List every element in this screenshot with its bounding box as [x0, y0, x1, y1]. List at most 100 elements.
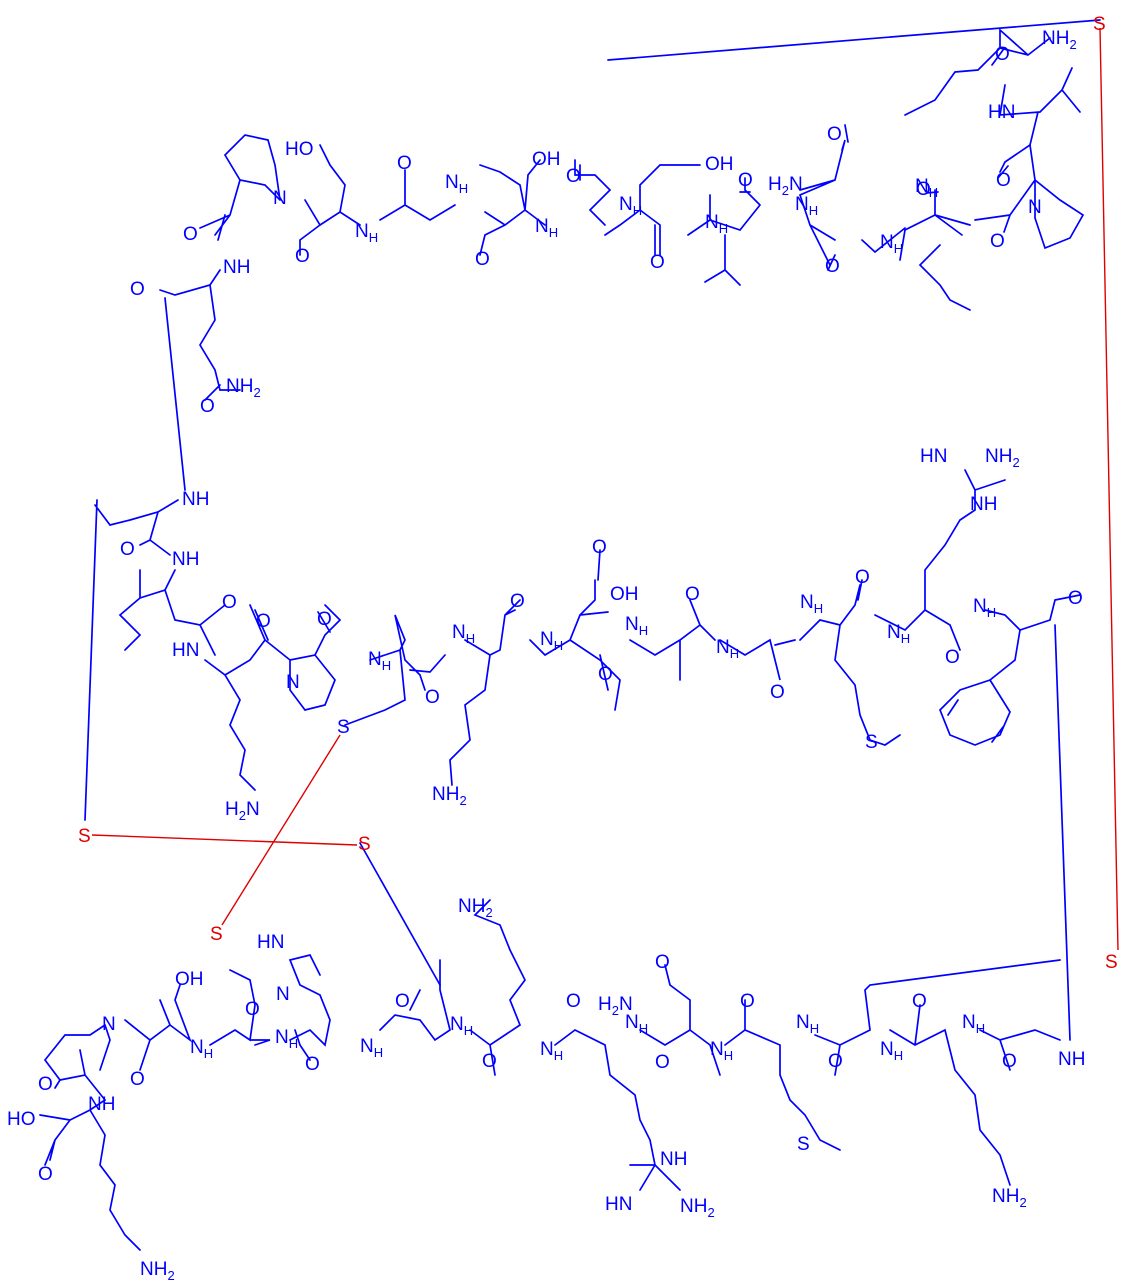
atom-label-o-pro-top: O	[990, 231, 1005, 252]
atom-label-nh2-lys4: NH2	[992, 1186, 1027, 1210]
disulfide-layer	[91, 27, 1119, 951]
atom-label-nh-ser1: NH	[355, 221, 378, 245]
atom-label-o-gly2: O	[770, 682, 785, 703]
atom-label-hn-lys1: HN	[172, 640, 199, 661]
atom-label-o-phe: O	[1068, 588, 1083, 609]
atom-label-o-pro3: O	[38, 1074, 53, 1095]
atom-label-nh-ser2: NH	[705, 212, 728, 236]
atom-label-nh-ile-top: NH	[915, 176, 938, 200]
atom-label-o-gly-top: O	[996, 170, 1011, 191]
atom-label-nh-cys3: NH	[368, 649, 391, 673]
atom-label-nh-ala: NH	[625, 614, 648, 638]
atom-label-nh-lys4: NH	[880, 1039, 903, 1063]
atom-label-s-cys-bottom: S	[210, 924, 223, 945]
atom-label-o-gly3: O	[1002, 1051, 1017, 1072]
atom-label-nh-cys4: NH	[190, 1037, 213, 1061]
atom-label-o-arg1: O	[945, 647, 960, 668]
atom-label-n-pro-top: N	[1028, 197, 1042, 218]
atom-label-nh2-top: NH2	[1042, 28, 1077, 52]
atom-label-o-asp-side: O	[592, 537, 607, 558]
atom-label-o-pro2: O	[317, 609, 332, 630]
disulfide-left-mid	[91, 834, 358, 846]
atom-label-nh-lys-c: NH	[88, 1094, 115, 1115]
atom-label-nh-asn-top: NH	[880, 232, 903, 256]
atom-label-n-pro1: N	[273, 188, 287, 209]
atom-label-o-ile2: O	[222, 592, 237, 613]
atom-label-h2n-lys1: H2N	[225, 799, 260, 823]
atom-label-o-asn-top: O	[825, 256, 840, 277]
atom-label-o-lys4: O	[912, 991, 927, 1012]
disulfide-top-right	[1099, 27, 1119, 951]
atom-label-o-ser1: O	[295, 246, 310, 267]
atom-label-nh-arg1: NH	[887, 622, 910, 646]
atom-label-o-ile-top: O	[916, 179, 931, 200]
atom-label-nh-asn2: NH	[625, 1012, 648, 1036]
atom-label-nh-arg1-side: NH	[970, 494, 997, 515]
atom-label-oh-asp-side: OH	[610, 584, 639, 605]
atom-labels: NH2HNOONONHONHOH2NONHONHOHONHONHOHONHONH…	[7, 14, 1118, 1283]
atom-label-o-cooh: O	[38, 1164, 53, 1185]
atom-label-o-asp: O	[598, 664, 613, 685]
atom-label-n-pro3: N	[102, 1014, 116, 1035]
atom-label-nh-lys3: NH	[450, 1014, 473, 1038]
atom-label-s-left: S	[78, 826, 91, 847]
atom-label-o-thr1: O	[475, 249, 490, 270]
atom-label-h2n-asn-top: H2N	[768, 174, 803, 198]
atom-label-o-met1: O	[855, 567, 870, 588]
atom-label-hn-his-ring: HN	[257, 932, 284, 953]
atom-label-o-cys5: O	[395, 991, 410, 1012]
atom-label-o-lys3: O	[482, 1051, 497, 1072]
atom-label-nh-val-top: HN	[988, 102, 1015, 123]
atom-label-s-cys3: S	[337, 717, 350, 738]
atom-label-o-arg2: O	[566, 991, 581, 1012]
atom-label-s-topright: S	[1093, 14, 1106, 35]
atom-label-nh2-lys-c: NH2	[140, 1259, 175, 1283]
atom-label-nh-lys2: NH	[452, 622, 475, 646]
atom-label-o-asn-side: O	[827, 124, 842, 145]
atom-label-nh2-lys2: NH2	[432, 784, 467, 808]
atom-label-nh-cys6: NH	[796, 1012, 819, 1036]
atom-label-o-cys2: O	[120, 539, 135, 560]
atom-label-o-ala: O	[685, 584, 700, 605]
atom-label-nh2-lys3: NH2	[458, 896, 493, 920]
atom-label-nh2-gln-side: NH2	[226, 376, 261, 400]
atom-label-s-met1: S	[865, 732, 878, 753]
atom-label-nh-arg2: NH	[540, 1039, 563, 1063]
atom-label-nh-phe: NH	[973, 596, 996, 620]
bond-layer	[39, 19, 1101, 1251]
atom-label-nh-val2: NH	[795, 194, 818, 218]
atom-label-oh-thr2: OH	[175, 969, 204, 990]
atom-label-h2n-asn2: H2N	[598, 994, 633, 1018]
atom-label-nh-gly3-end: NH	[1058, 1049, 1085, 1070]
atom-label-o-cys1: O	[566, 166, 581, 187]
atom-label-nh2-arg2-side: NH2	[680, 1196, 715, 1220]
atom-label-o-gln-side: O	[200, 396, 215, 417]
atom-label-nh-arg2-side: NH	[660, 1149, 687, 1170]
atom-label-s-met2: S	[797, 1134, 810, 1155]
atom-label-o-pro1: O	[183, 224, 198, 245]
atom-label-o-cys3: O	[425, 687, 440, 708]
atom-label-nh-ile2: NH	[172, 549, 199, 570]
atom-label-o-met2: O	[740, 991, 755, 1012]
atom-label-nh-gly3: NH	[962, 1012, 985, 1036]
atom-label-s-mid: S	[358, 834, 371, 855]
atom-label-o-cys6: O	[828, 1051, 843, 1072]
atom-label-n-his-ring: N	[276, 984, 290, 1005]
atom-label-o-thr2: O	[130, 1069, 145, 1090]
atom-label-ho-ser1: HO	[285, 139, 314, 160]
disulfide-cys3-bottom	[221, 734, 341, 926]
atom-label-o-lys2: O	[510, 591, 525, 612]
atom-label-o-gln: O	[130, 279, 145, 300]
atom-label-nh-cys2: NH	[182, 489, 209, 510]
atom-label-hn-arg2-side: HN	[605, 1194, 632, 1215]
atom-label-nh-met2: NH	[710, 1039, 733, 1063]
atom-label-o-gly1: O	[397, 153, 412, 174]
atom-label-o-asn2: O	[655, 1052, 670, 1073]
atom-label-hn-arg1-side: HN	[920, 446, 947, 467]
atom-label-o-his: O	[305, 1054, 320, 1075]
atom-label-nh-gly1: NH	[445, 172, 468, 196]
atom-label-o-val-top: O	[995, 44, 1010, 65]
atom-label-oh-ser2: OH	[705, 154, 734, 175]
atom-label-nh2-arg1-side: NH2	[985, 446, 1020, 470]
